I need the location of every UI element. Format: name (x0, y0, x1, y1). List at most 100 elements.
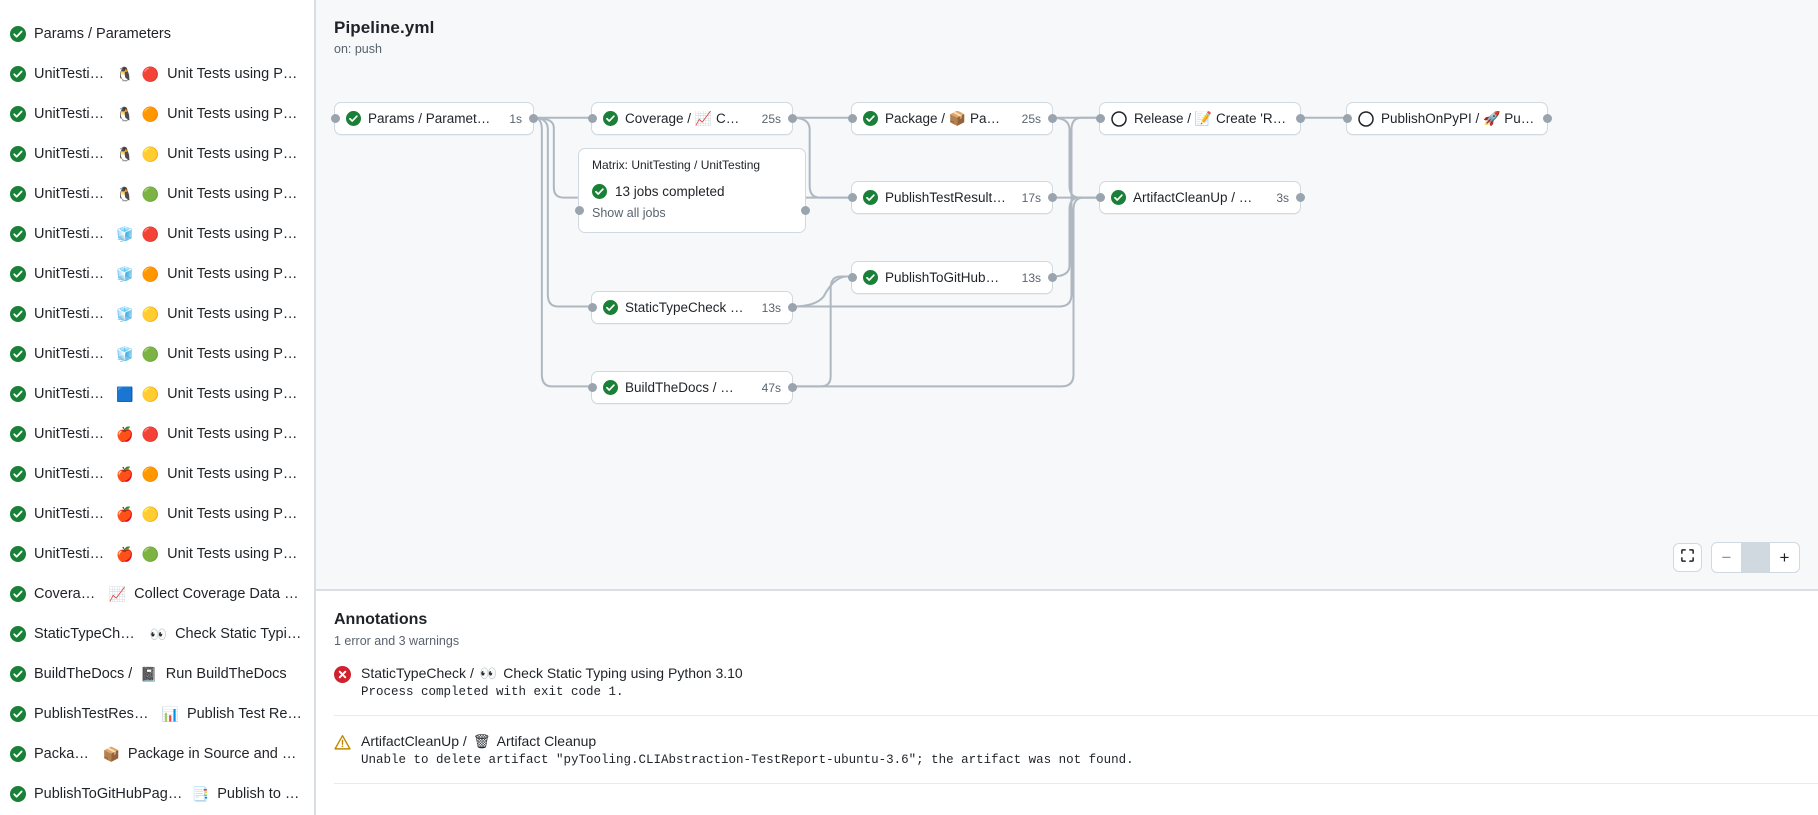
node-input-port (587, 383, 597, 392)
sidebar-job-item[interactable]: UnitTesting /🐧🟡Unit Tests using Pyth... (0, 134, 314, 174)
sidebar-job-name: Run BuildTheDocs (165, 666, 287, 682)
sidebar-job-item[interactable]: UnitTesting /🍎🟡Unit Tests using Pyth... (0, 494, 314, 534)
sidebar-job-item[interactable]: StaticTypeCheck /👀Check Static Typing... (0, 614, 314, 654)
sidebar-job-name: Unit Tests using Pyth... (167, 346, 304, 362)
graph-node-builddocs[interactable]: BuildTheDocs / 📓 Run Buil...47s (587, 371, 797, 404)
success-check-icon (10, 106, 26, 122)
node-label: PublishOnPyPI / 🚀 Publish to ... (1381, 111, 1536, 126)
matrix-summary-row[interactable]: 13 jobs completed (579, 178, 805, 199)
sidebar-job-prefix: PublishToGitHubPages / (34, 786, 184, 802)
success-check-icon (10, 226, 26, 242)
sidebar-job-item[interactable]: UnitTesting /🐧🟠Unit Tests using Pyth... (0, 94, 314, 134)
graph-node-typecheck[interactable]: StaticTypeCheck / 👀 Chec...13s (587, 291, 797, 324)
success-check-icon (10, 386, 26, 402)
error-icon (334, 666, 351, 683)
sidebar-job-version-icon: 🟢 (141, 546, 160, 562)
node-input-port (587, 303, 597, 312)
sidebar-job-item[interactable]: Coverage /📈Collect Coverage Data usi... (0, 574, 314, 614)
sidebar-job-item[interactable]: UnitTesting /🍎🔴Unit Tests using Pyth... (0, 414, 314, 454)
sidebar-job-prefix: UnitTesting / (34, 186, 109, 202)
node-duration: 25s (1021, 111, 1041, 126)
sidebar-job-item[interactable]: PublishToGitHubPages /📑Publish to G... (0, 774, 314, 814)
zoom-in-button[interactable]: + (1779, 547, 1790, 567)
graph-node-testresults[interactable]: PublishTestResults / 📊 Pu...17s (847, 181, 1057, 214)
matrix-show-all-jobs-link[interactable]: Show all jobs (592, 206, 666, 220)
node-input-port (847, 193, 857, 202)
sidebar-job-item[interactable]: UnitTesting /🐧🔴Unit Tests using Pyth... (0, 54, 314, 94)
sidebar-job-item[interactable]: UnitTesting /🧊🟢Unit Tests using Pyth... (0, 334, 314, 374)
sidebar-job-name: Publish to G... (217, 786, 304, 802)
sidebar-job-name: Unit Tests using Pyth... (167, 266, 304, 282)
graph-canvas[interactable]: Params / Parameters 1s Coverage / 📈 Colle… (316, 0, 1818, 589)
sidebar-job-item[interactable]: PublishTestResults /📊Publish Test Resu..… (0, 694, 314, 734)
node-input-port (587, 114, 597, 123)
sidebar-job-item[interactable]: UnitTesting /🍎🟢Unit Tests using Pyth... (0, 534, 314, 574)
graph-node-package[interactable]: Package / 📦 Package in So...25s (847, 102, 1057, 135)
sidebar-job-item[interactable]: BuildTheDocs /📓Run BuildTheDocs (0, 654, 314, 694)
sidebar-job-item[interactable]: UnitTesting /🍎🟠Unit Tests using Pyth... (0, 454, 314, 494)
sidebar-job-item[interactable]: UnitTesting /🐧🟢Unit Tests using Pyth... (0, 174, 314, 214)
annotations-title: Annotations (334, 611, 428, 628)
sidebar-job-name: Unit Tests using Pyth... (167, 226, 304, 242)
node-input-port (1342, 114, 1352, 123)
node-label: PublishToGitHubPages / 📑 ... (885, 270, 1007, 285)
main-content: Pipeline.yml on: push (315, 0, 1818, 815)
node-emoji-icon: 🗑 (1238, 190, 1257, 205)
sidebar-job-os-icon: 📦 (102, 746, 120, 762)
graph-node-coverage[interactable]: Coverage / 📈 Collect Cove...25s (587, 102, 797, 135)
node-input-port (1095, 114, 1105, 123)
success-check-icon (10, 586, 26, 602)
sidebar-job-os-icon: 📓 (140, 666, 158, 682)
sidebar-job-prefix: UnitTesting / (34, 106, 109, 122)
sidebar-job-item[interactable]: Package /📦Package in Source and Wh... (0, 734, 314, 774)
matrix-output-port (800, 205, 810, 215)
sidebar-job-item[interactable]: UnitTesting /🧊🔴Unit Tests using Pyth... (0, 214, 314, 254)
workflow-graph-panel: Pipeline.yml on: push (315, 0, 1818, 590)
sidebar-job-os-icon: 🍎 (116, 466, 134, 482)
sidebar-job-prefix: UnitTesting / (34, 266, 109, 282)
node-label: Release / 📝 Create 'Release P... (1134, 111, 1289, 126)
graph-zoom-controls[interactable]: − + (1673, 542, 1800, 573)
graph-node-release[interactable]: Release / 📝 Create 'Release P... (1095, 102, 1305, 135)
zoom-button-group[interactable]: − + (1711, 542, 1800, 573)
graph-node-params[interactable]: Params / Parameters 1s (330, 102, 538, 135)
node-input-port (847, 114, 857, 123)
node-output-port (787, 383, 797, 392)
fullscreen-button[interactable] (1673, 543, 1702, 572)
annotations-summary: 1 error and 3 warnings (334, 634, 460, 648)
sidebar-job-version-icon: 🟢 (141, 186, 160, 202)
zoom-out-button[interactable]: − (1721, 547, 1732, 567)
sidebar-job-item[interactable]: UnitTesting /🧊🟡Unit Tests using Pyth... (0, 294, 314, 334)
success-check-icon (10, 786, 26, 802)
sidebar-job-item[interactable]: Params / Parameters (0, 14, 314, 54)
node-duration: 1s (509, 111, 522, 126)
sidebar-job-version-icon: 🔴 (141, 226, 160, 242)
graph-node-ghpages[interactable]: PublishToGitHubPages / 📑 ...13s (847, 261, 1057, 294)
annotation-row: StaticTypeCheck / 👀 Check Static Typing … (334, 648, 1818, 716)
pending-circle-icon (1111, 110, 1127, 127)
success-check-icon (10, 666, 26, 682)
node-label: ArtifactCleanUp / 🗑 Artifac... (1133, 190, 1261, 205)
sidebar-job-prefix: UnitTesting / (34, 226, 109, 242)
sidebar-job-version-icon: 🟡 (141, 386, 160, 402)
node-emoji-icon: 📦 (948, 111, 967, 126)
zoom-divider (1741, 543, 1770, 572)
sidebar-job-os-icon: 👀 (149, 626, 168, 642)
node-label: StaticTypeCheck / 👀 Chec... (625, 300, 747, 315)
fullscreen-icon (1680, 548, 1695, 568)
success-check-icon (10, 426, 26, 442)
sidebar-job-prefix: UnitTesting / (34, 506, 109, 522)
sidebar-job-version-icon: 🟡 (141, 146, 160, 162)
sidebar-job-item[interactable]: UnitTesting /🧊🟠Unit Tests using Pyth... (0, 254, 314, 294)
success-check-icon (10, 66, 26, 82)
node-emoji-icon: 📝 (1194, 111, 1213, 126)
sidebar-job-prefix: StaticTypeCheck / (34, 626, 142, 642)
page-title: Pipeline.yml (334, 18, 435, 37)
graph-node-cleanup[interactable]: ArtifactCleanUp / 🗑 Artifac...3s (1095, 181, 1305, 214)
graph-node-pypi[interactable]: PublishOnPyPI / 🚀 Publish to ... (1342, 102, 1552, 135)
sidebar-job-item[interactable]: UnitTesting /🟦🟡Unit Tests using Pyth... (0, 374, 314, 414)
success-check-icon (10, 706, 26, 722)
